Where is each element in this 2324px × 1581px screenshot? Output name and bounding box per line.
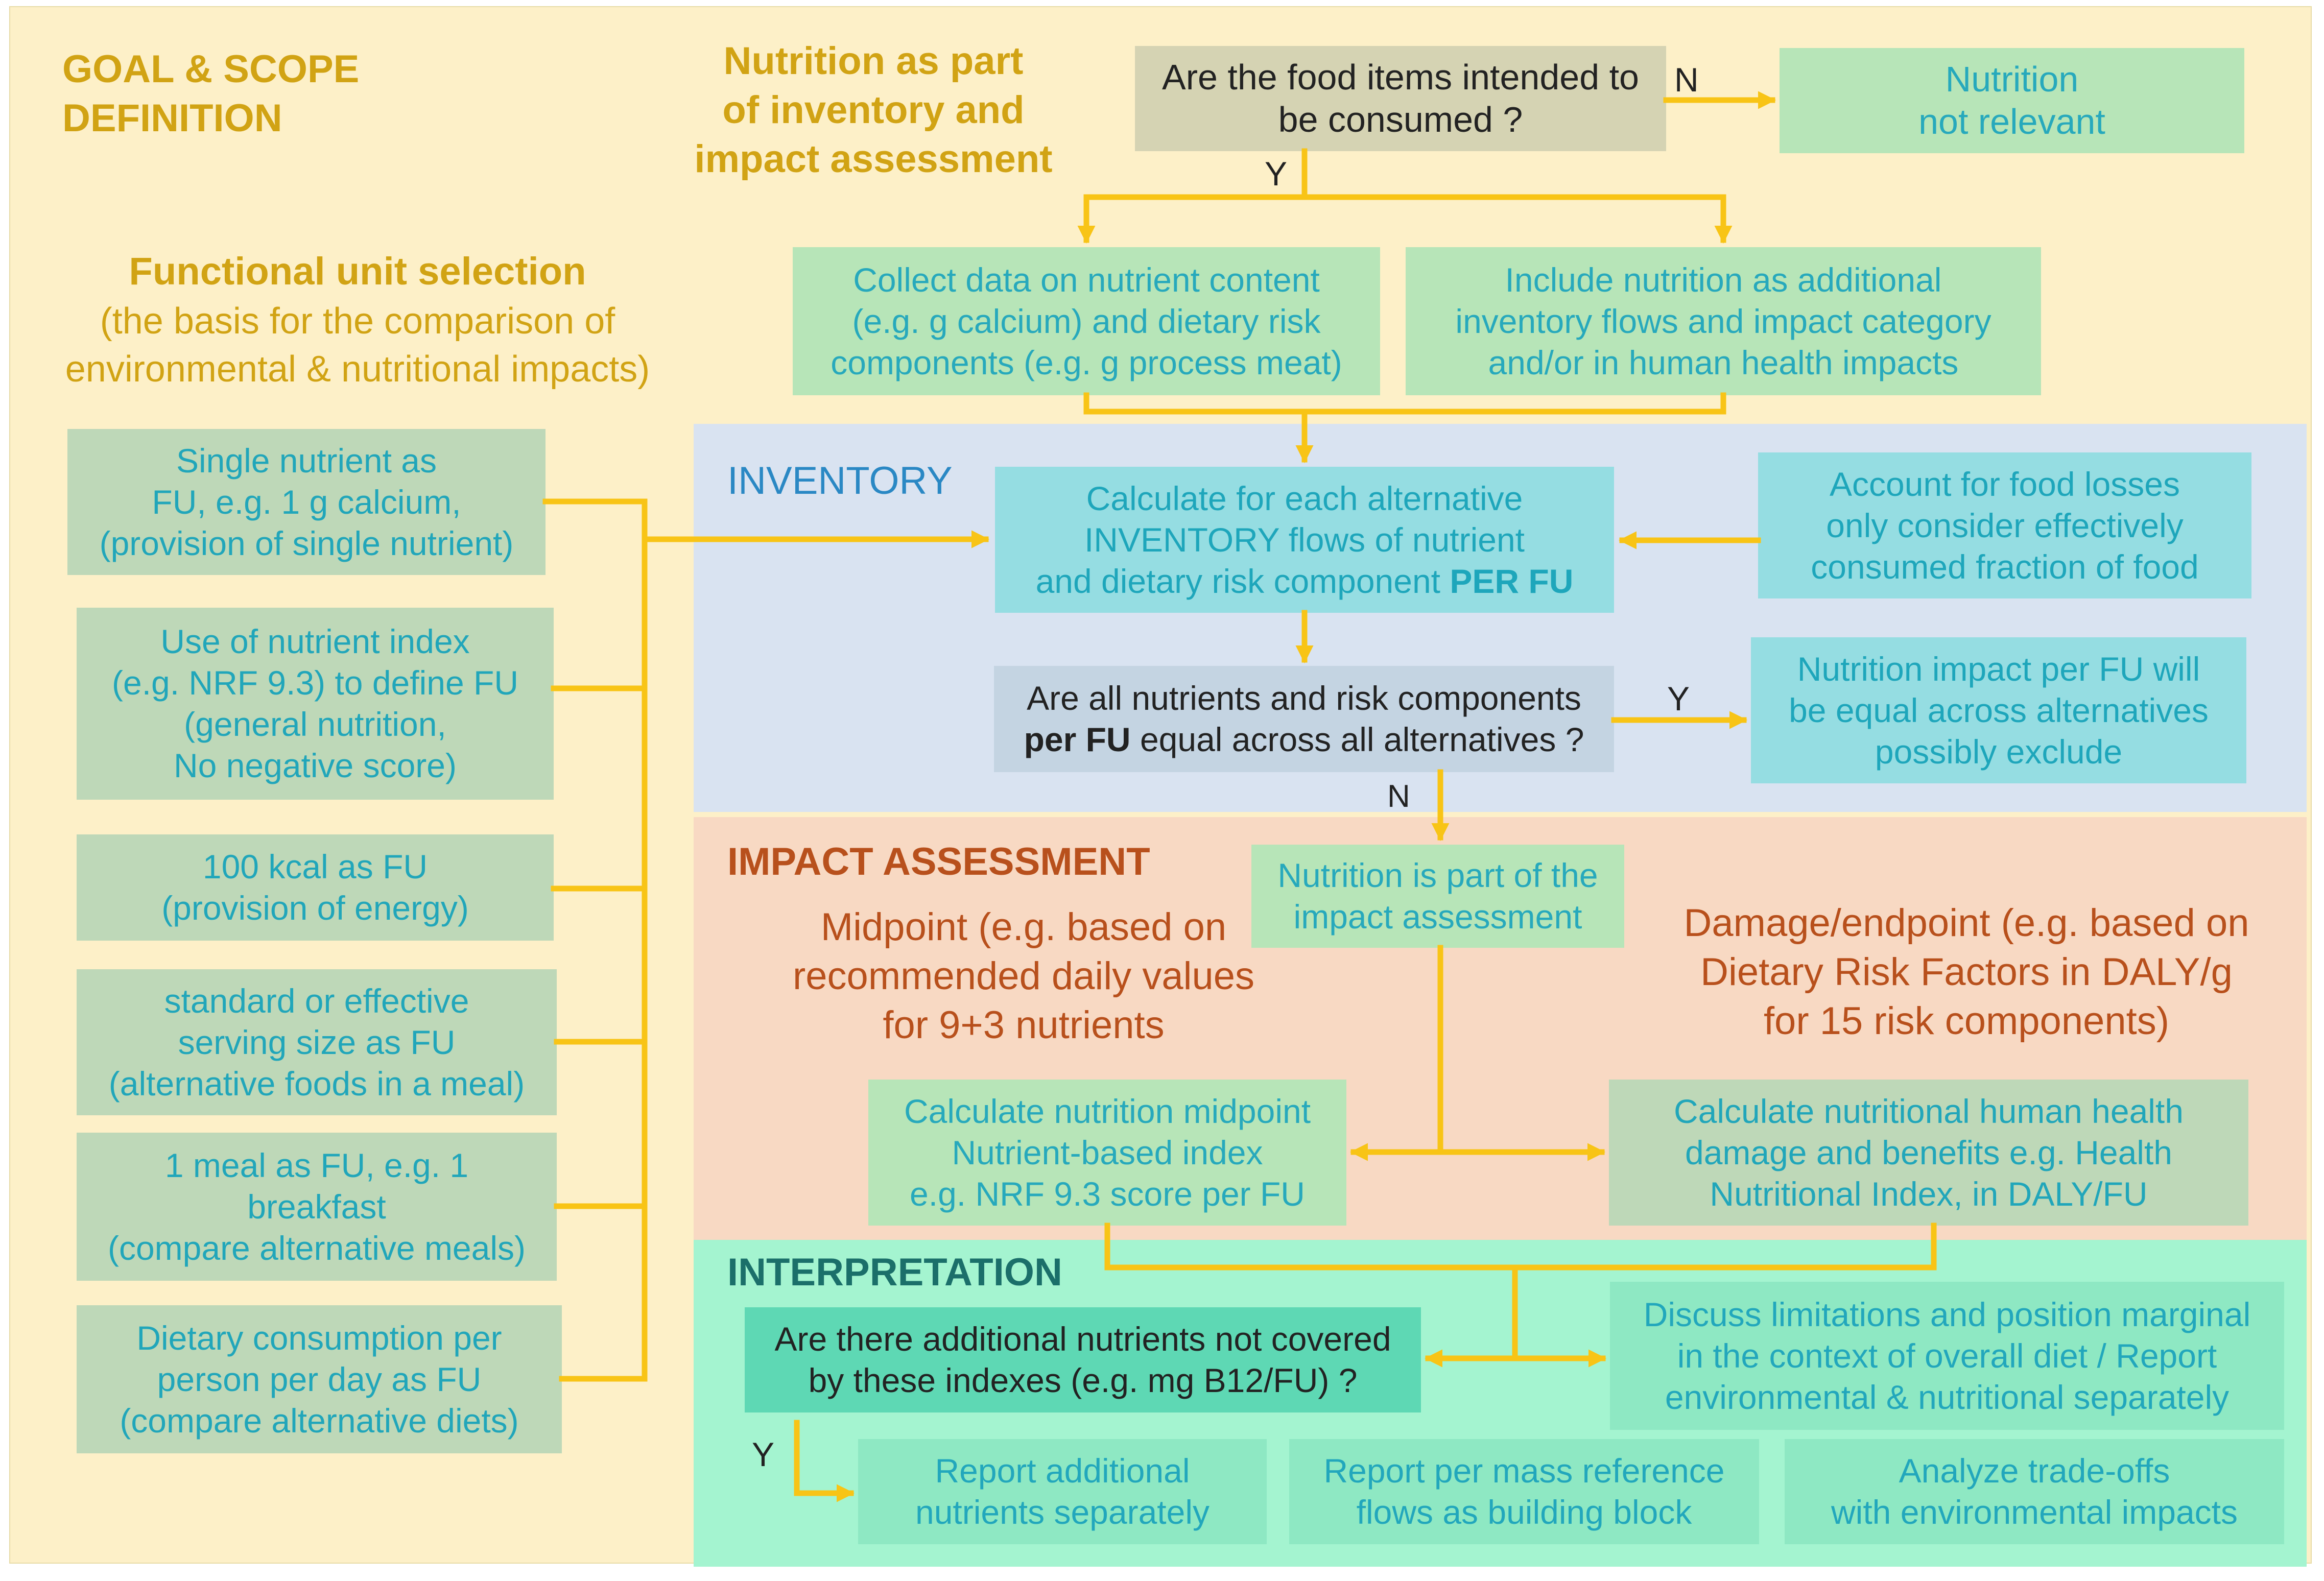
inventory-heading: INVENTORY [727,459,953,502]
calculate-inventory-box: Calculate for each alternative INVENTORY… [995,467,1614,613]
label-y-additional: Y [752,1435,775,1473]
question-equal-rest: equal across all alternatives ? [1130,721,1584,758]
fu-option-nutrient-index: Use of nutrient index (e.g. NRF 9.3) to … [77,608,554,800]
fu-bracket [542,498,648,1382]
calculate-midpoint-box: Calculate nutrition midpoint Nutrient-ba… [868,1080,1346,1226]
arrow-additional-yes [794,1420,855,1502]
equal-result-box: Nutrition impact per FU will be equal ac… [1751,637,2246,783]
fu-selection-heading: Functional unit selection [129,250,586,293]
fu-option-daily-consumption: Dietary consumption per person per day a… [77,1305,562,1453]
merge-collect-include [1083,392,1726,415]
arrow-to-include [1301,194,1733,244]
nutrition-not-relevant: Nutrition not relevant [1780,48,2244,153]
impact-heading: IMPACT ASSESSMENT [727,840,1150,883]
report-mass-box: Report per mass reference flows as build… [1289,1439,1759,1544]
nutrition-part-heading: Nutrition as part of inventory and impac… [694,39,1053,181]
interpretation-heading: INTERPRETATION [727,1251,1062,1294]
collect-data-box: Collect data on nutrient content (e.g. g… [793,247,1380,395]
nutrition-part-of-impact: Nutrition is part of the impact assessme… [1251,845,1624,948]
per-fu-emphasis: PER FU [1450,562,1574,600]
merge-impact [1104,1223,1937,1271]
calculate-inventory-text: Calculate for each alternative INVENTORY… [1035,479,1525,600]
arrow-to-collect [1077,194,1308,244]
fu-option-serving-size: standard or effective serving size as FU… [77,969,557,1115]
discuss-limitations-box: Discuss limitations and position margina… [1610,1282,2284,1430]
label-y-equal: Y [1667,680,1690,717]
label-n-equal: N [1387,779,1410,814]
include-nutrition-box: Include nutrition as additional inventor… [1406,247,2041,395]
question-equal-per-fu: Are all nutrients and risk components per… [994,666,1614,772]
report-additional-box: Report additional nutrients separately [858,1439,1267,1544]
fu-selection-subtitle: (the basis for the comparison of environ… [65,301,650,390]
question-equal-line1: Are all nutrients and risk components [1027,679,1581,717]
analyze-tradeoffs-box: Analyze trade-offs with environmental im… [1785,1439,2284,1544]
fu-option-one-meal: 1 meal as FU, e.g. 1 breakfast (compare … [77,1133,557,1281]
label-y-consumed: Y [1265,155,1288,193]
question-additional-nutrients: Are there additional nutrients not cover… [745,1307,1421,1412]
endpoint-description: Damage/endpoint (e.g. based on Dietary R… [1683,901,2249,1043]
question-equal-per-fu-bold: per FU [1024,721,1131,758]
question-consumed: Are the food items intended to be consum… [1135,46,1666,151]
fu-option-100-kcal: 100 kcal as FU (provision of energy) [77,834,554,941]
midpoint-description: Midpoint (e.g. based on recommended dail… [792,905,1255,1047]
fu-option-single-nutrient: Single nutrient as FU, e.g. 1 g calcium,… [67,429,546,575]
calculate-damage-box: Calculate nutritional human health damag… [1609,1080,2248,1226]
label-n-consumed: N [1674,61,1699,99]
food-losses-box: Account for food losses only consider ef… [1758,452,2251,598]
goal-scope-heading: GOAL & SCOPE DEFINITION [62,47,360,140]
